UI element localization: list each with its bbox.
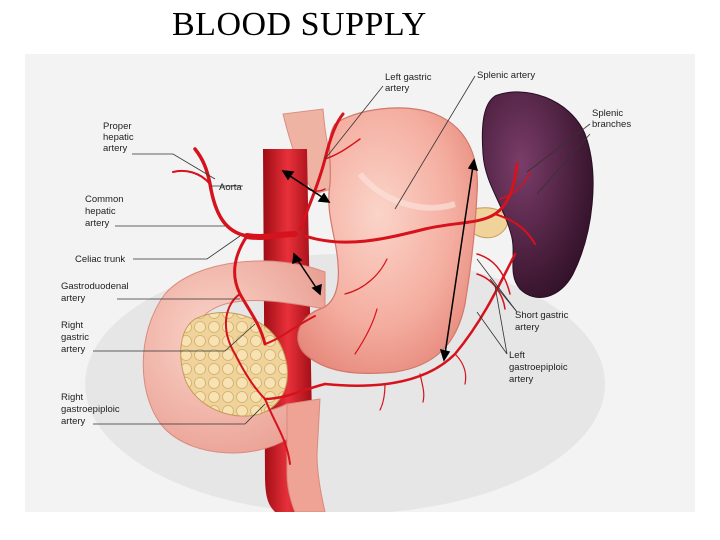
slide-title: BLOOD SUPPLY [172, 6, 427, 43]
annotation-arrows [281, 158, 479, 362]
stomach [297, 107, 478, 374]
label-aorta: Aorta [219, 182, 242, 193]
spleen [481, 91, 594, 298]
esophagus [282, 108, 341, 195]
artery-network [172, 112, 536, 465]
stomach-fold [357, 172, 456, 211]
duodenum [142, 260, 326, 454]
label-celiac-trunk: Celiac trunk [75, 254, 125, 265]
leader-lines [93, 75, 591, 425]
label-splenic-artery: Splenic artery [477, 70, 535, 81]
duodenum-descending [286, 398, 326, 512]
